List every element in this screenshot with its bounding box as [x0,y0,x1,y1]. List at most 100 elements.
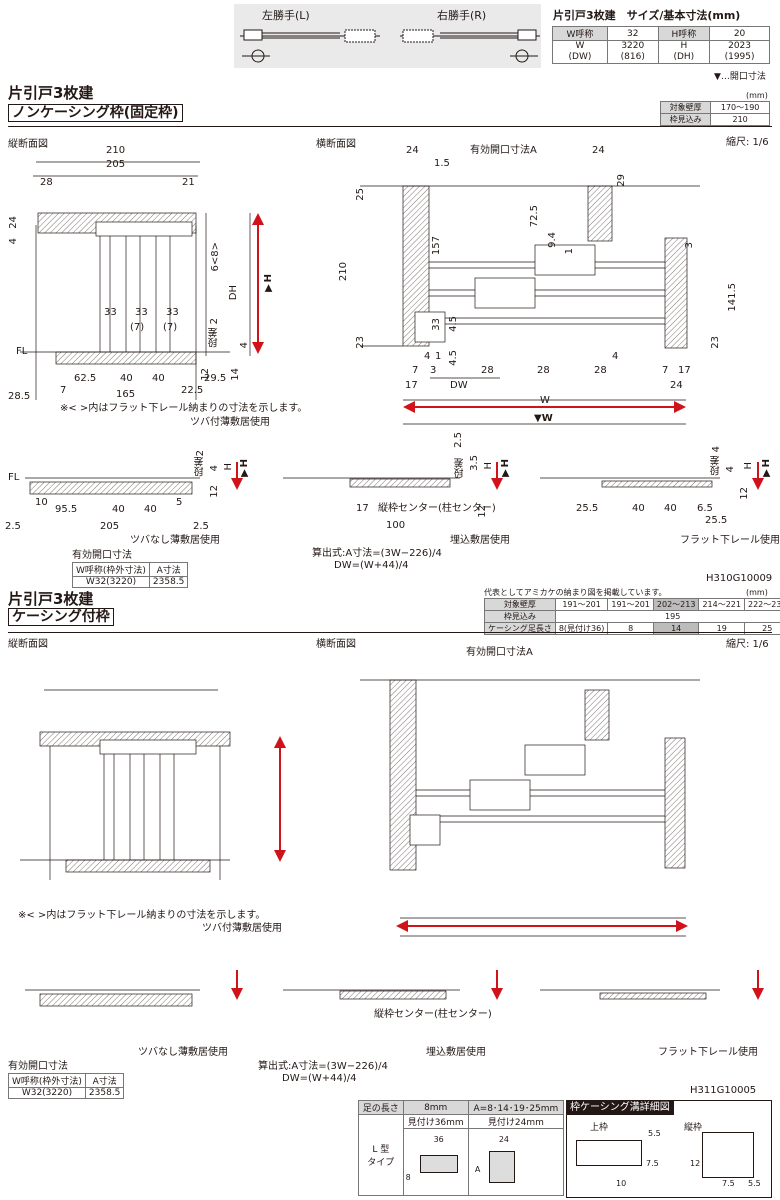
dim: 5 [176,497,183,508]
spec-cell: 枠見込み [484,610,556,623]
spec-title: 片引戸3枚建 サイズ/基本寸法(mm) [553,9,741,22]
detail-title: 枠ケーシング溝詳細図 [566,1101,674,1115]
dim: 33 [166,307,179,318]
spec-cell: 19 [698,622,745,635]
spec-cell: ケーシング足長さ [484,622,556,635]
section2-spec-table: 対象壁厚 191〜201 191〜201 202〜213 214〜221 222… [484,598,780,635]
flat-note: ※< >内はフラット下レール納まりの寸法を示します。 [60,403,308,414]
effective-label: 有効開口寸法A [470,145,537,156]
spec-cell: H (DH) [657,40,711,64]
caption-tsuba-2: ツバ付薄敷居使用 [202,923,282,934]
hand-right-label: 右勝手(R) [437,9,487,22]
spec-cell: 25 [744,622,780,635]
dim: 33 [135,307,148,318]
formula2-2: DW=(W+44)/4 [282,1073,357,1084]
dim: 205 [100,521,120,532]
caption-flat: フラット下レール使用 [680,535,780,546]
dim: DW [450,380,468,391]
casing-cell: A=8･14･19･25mm [467,1100,565,1115]
dim: 40 [120,373,133,384]
drawing-code-2: H311G10005 [690,1085,757,1096]
dim: 7 [412,365,419,376]
casing-l-shape [419,1155,458,1173]
dim: 7 [662,365,669,376]
dim: 28 [537,365,550,376]
casing-a-shape [488,1151,515,1183]
dim: 4 [612,351,619,362]
section2-scale: 縮尺: 1/6 [726,639,769,650]
dim: 6.5 [697,503,713,514]
caption-flat-2: フラット下レール使用 [658,1047,758,1058]
eff-cell: W呼称(枠外寸法) [8,1073,86,1088]
spec-cell: W呼称 [552,26,608,41]
dim: 25.5 [705,515,728,526]
section1-rule [8,126,772,127]
eff-title-2: 有効開口寸法 [8,1061,68,1072]
caption-umekomi-2: 埋込敷居使用 [426,1047,486,1058]
formula2: DW=(W+44)/4 [334,560,409,571]
section2-title: 片引戸3枚建 [8,590,94,608]
spec-cell: W (DW) [552,40,608,64]
dim: 17 [356,503,369,514]
dim: 40 [664,503,677,514]
dim: 28.5 [8,391,31,402]
dim: 10 [35,497,48,508]
dim: 40 [152,373,165,384]
caption-tsubanashi: ツバなし薄敷居使用 [130,535,220,546]
dim: 7.5 [722,1179,735,1188]
casing-cell: 見付け24mm [467,1114,565,1129]
caption-tsubanashi-2: ツバなし薄敷居使用 [138,1047,228,1058]
dim: 165 [116,389,136,400]
dim: 100 [386,520,406,531]
section2-note: 代表としてアミカケの納まり図を掲載しています。 [484,588,667,597]
dim: 4 [424,351,431,362]
dim: 1.5 [434,158,450,169]
section2-unit: (mm) [746,588,768,597]
eff-table: W呼称(枠外寸法)A寸法 W32(3220)2358.5 [72,562,189,588]
dim: A [474,1165,481,1174]
caption-umekomi: 埋込敷居使用 [450,535,510,546]
section1-scale: 縮尺: 1/6 [726,137,769,148]
detail-upper-shape [576,1140,642,1166]
caption-tsuba: ツバ付薄敷居使用 [190,417,270,428]
dim: (7) [130,322,145,333]
casing-cell: 見付け36mm [402,1114,469,1129]
dim: 2.5 [5,521,21,532]
casing-cell: 足の長さ [358,1100,404,1115]
dim: 40 [112,504,125,515]
dim: 40 [632,503,645,514]
section1-subtitle: ノンケーシング枠(固定枠) [8,104,183,122]
dim: 22.5 [181,385,204,396]
detail-upper: 上枠 [590,1123,609,1133]
spec-cell: 3220 (816) [606,40,659,64]
dim: 24 [498,1135,510,1144]
section2-effective-label: 有効開口寸法A [466,647,533,658]
eff-table-2: W呼称(枠外寸法)A寸法 W32(3220)2358.5 [8,1073,125,1099]
dim: 205 [106,159,126,170]
dim: 28 [594,365,607,376]
dim: 1 [435,351,442,362]
casing-la-cell: 24 A [467,1128,565,1196]
eff-cell: A寸法 [84,1073,125,1088]
dim: 2.5 [193,521,209,532]
dim: 10 [616,1179,627,1188]
drawing-code: H310G10009 [706,573,773,584]
casing-cell: L 型 タイプ [358,1114,404,1196]
dim: 7 [60,385,67,396]
dim: 3 [430,365,437,376]
dim: 7.5 [646,1159,659,1168]
casing-l8-cell: 36 8 [402,1128,469,1196]
dim: 12 [690,1159,701,1168]
dim: 95.5 [55,504,78,515]
section2-subtitle: ケーシング付枠 [8,608,114,626]
spec-cell: 枠見込み [659,113,712,126]
detail-side: 縦枠 [684,1123,703,1133]
section1-unit: (mm) [746,91,768,100]
section2-vertical-label: 縦断面図 [8,639,48,650]
eff-cell: W32(3220) [72,576,150,588]
